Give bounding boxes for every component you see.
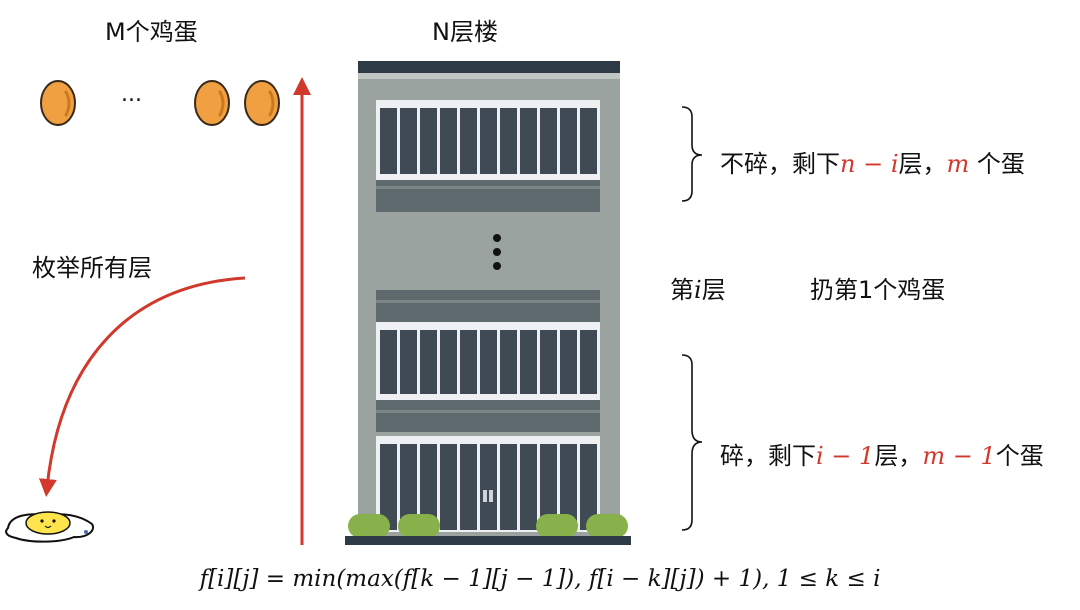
egg-3-icon [244,80,280,126]
building [345,61,631,545]
throw-label: 扔第1个鸡蛋 [810,276,946,304]
bush-icon [348,514,390,538]
floors-label: N层楼 [432,18,498,46]
enumerate-arrow [38,276,246,497]
not-broken-outcome: 不碎，剩下n − i层，m 个蛋 [720,150,1025,178]
bush-icon [586,514,628,538]
eggs-label: M个鸡蛋 [105,18,198,46]
enumerate-label: 枚举所有层 [32,254,152,282]
broken-egg-icon [5,511,94,543]
building-base [345,536,631,545]
eggs-ellipsis: ... [121,82,142,107]
egg-1-icon [40,80,76,126]
bush-icon [536,514,578,538]
brace-not-broken [681,106,703,202]
bush-icon [398,514,440,538]
egg-2-icon [194,80,230,126]
recurrence-formula: f[i][j] = min(max(f[k − 1][j − 1]), f[i … [199,566,881,592]
brace-broken [681,354,703,531]
building-roof [358,61,620,73]
floor-i-label: 第i层 [670,276,726,304]
broken-outcome: 碎，剩下i − 1层，m − 1个蛋 [720,442,1044,470]
